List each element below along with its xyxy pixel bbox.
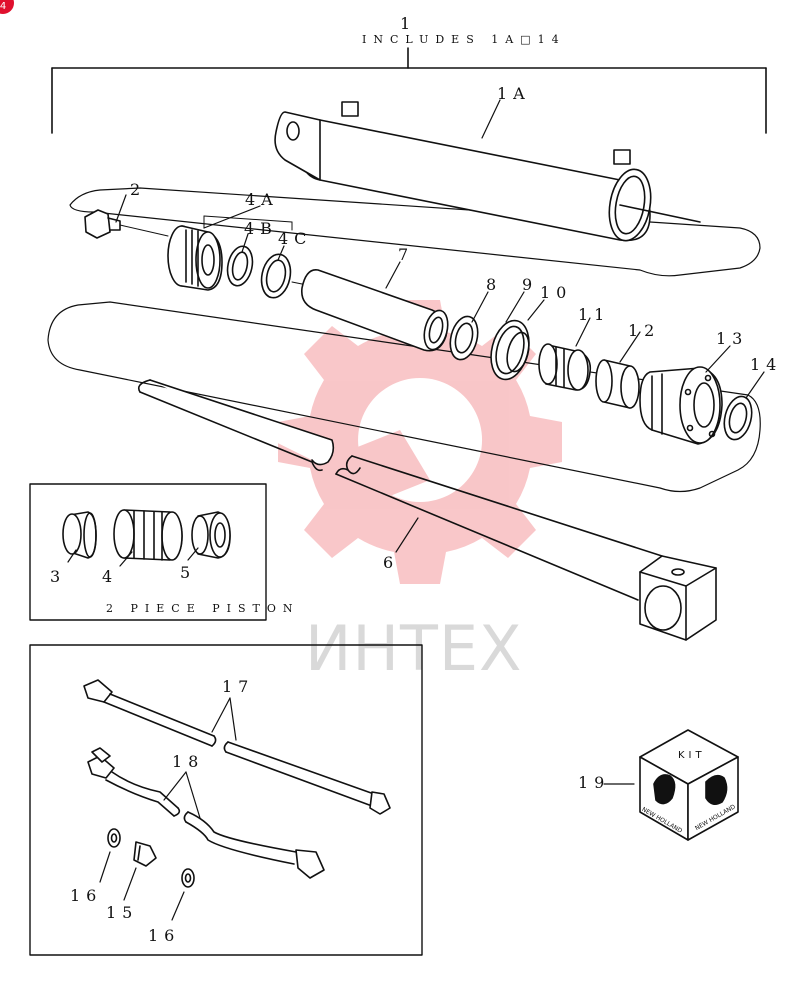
ring-part-14 xyxy=(723,395,753,441)
inset-hose-frame xyxy=(29,644,423,956)
fitting-15 xyxy=(133,841,157,867)
callout-7: 7 xyxy=(398,245,415,264)
hose-17 xyxy=(83,679,391,815)
callout-18: 18 xyxy=(172,752,205,771)
ring-9-10 xyxy=(490,319,530,381)
kit-box xyxy=(639,729,739,841)
inset-piston-part-4 xyxy=(113,509,183,561)
assembly-number: 1 xyxy=(400,14,417,33)
callout-1a: 1A xyxy=(497,84,531,103)
corner-badge: 4 xyxy=(0,0,14,14)
callout-12: 12 xyxy=(628,321,661,340)
callout-4c: 4C xyxy=(278,229,313,248)
callout-2: 2 xyxy=(130,180,147,199)
kit-label: KIT xyxy=(678,750,706,761)
callout-16-top: 16 xyxy=(70,886,103,905)
seal-ring-4c xyxy=(260,253,292,299)
cylinder-barrel xyxy=(274,101,701,242)
piston-rod-6 xyxy=(137,379,717,641)
callout-10: 10 xyxy=(540,283,573,302)
bolt-part xyxy=(84,209,169,239)
seal-ring-4b xyxy=(226,245,254,287)
wiper-part-11 xyxy=(538,343,592,391)
assembly-bracket xyxy=(51,47,767,134)
callout-6: 6 xyxy=(383,553,400,572)
callout-16-bottom: 16 xyxy=(148,926,181,945)
callout-9: 9 xyxy=(522,275,539,294)
bushing-part-12 xyxy=(595,359,640,409)
gland-part-13 xyxy=(639,366,723,445)
callout-15: 15 xyxy=(106,903,139,922)
washer-16a xyxy=(107,828,121,848)
lower-tray-outline xyxy=(47,301,761,493)
snap-ring-8 xyxy=(449,315,479,361)
callout-19: 19 xyxy=(578,773,611,792)
callout-4: 4 xyxy=(102,567,119,586)
callout-17: 17 xyxy=(222,677,255,696)
callout-8: 8 xyxy=(486,275,503,294)
callout-13: 13 xyxy=(716,329,749,348)
leader-lines xyxy=(67,99,765,921)
callout-3: 3 xyxy=(50,567,67,586)
piston-part xyxy=(167,225,223,291)
inset-piston-frame xyxy=(29,483,267,621)
callout-5: 5 xyxy=(180,563,197,582)
inset-piston-caption: 2 PIECE PISTON xyxy=(106,602,300,615)
callout-14: 14 xyxy=(750,355,783,374)
inset-piston-part-5 xyxy=(191,511,231,559)
hose-18 xyxy=(87,747,325,879)
inset-piston-part-3 xyxy=(62,511,97,559)
assembly-includes-note: INCLUDES 1A□14 xyxy=(362,33,566,46)
callout-4a: 4A xyxy=(245,190,279,209)
callout-bracket-4a xyxy=(203,215,293,231)
tube-part-7 xyxy=(300,269,449,352)
washer-16b xyxy=(181,868,195,888)
callout-4b: 4B xyxy=(244,219,278,238)
callout-11: 11 xyxy=(578,305,611,324)
watermark-text: ИНТЕХ xyxy=(305,612,523,685)
